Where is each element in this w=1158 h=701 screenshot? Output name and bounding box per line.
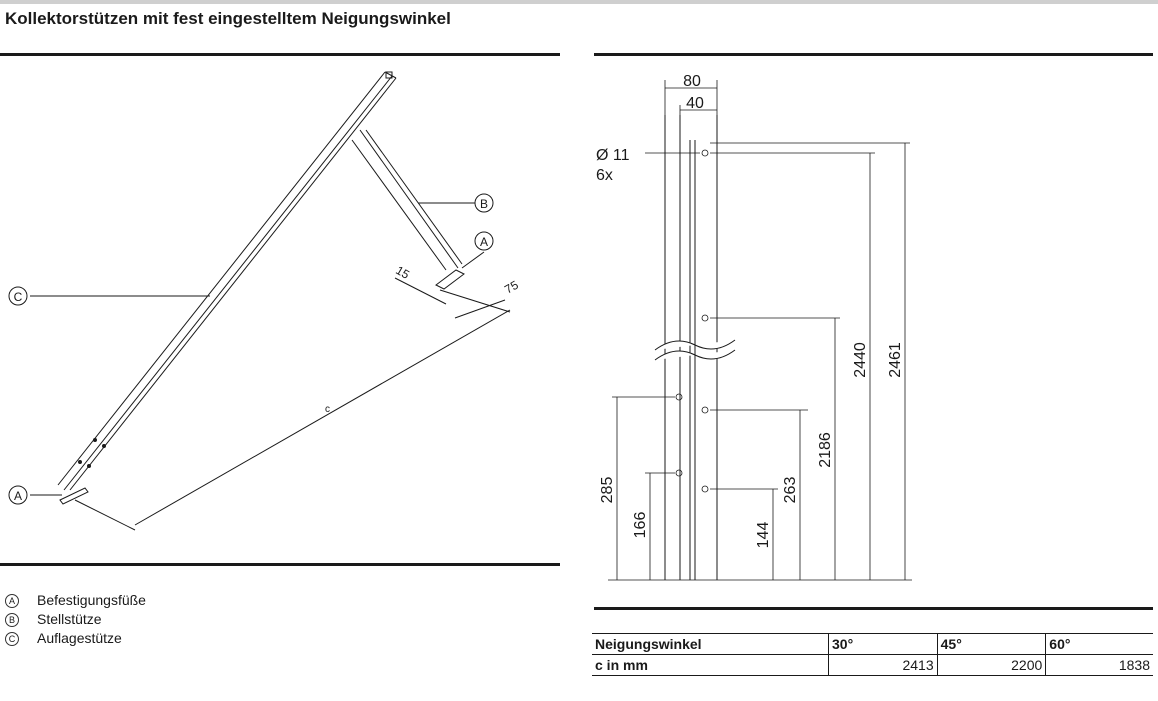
- divider: [594, 53, 1153, 56]
- table-row: c in mm 2413 2200 1838: [592, 654, 1153, 676]
- page-title: Kollektorstützen mit fest eingestelltem …: [5, 9, 451, 28]
- dim-75: 75: [502, 278, 521, 297]
- foot-a: [59, 487, 89, 505]
- callout-a: A: [480, 235, 488, 249]
- profile: [654, 115, 736, 580]
- dim-15: 15: [393, 263, 412, 282]
- divider: [0, 563, 560, 566]
- angle-table: Neigungswinkel 30° 45° 60° c in mm 2413 …: [592, 633, 1153, 676]
- callout-a-foot: A: [14, 489, 22, 503]
- holes: [675, 149, 709, 493]
- dim-2461: 2461: [887, 342, 904, 378]
- divider: [594, 607, 1153, 610]
- callout-c: C: [14, 290, 23, 304]
- divider: [0, 53, 560, 56]
- callout-leaders: [30, 202, 485, 496]
- dim-80: 80: [683, 73, 701, 90]
- top-bar: [0, 0, 1158, 4]
- left-drawing: C B A A 15 75 c: [8, 71, 521, 531]
- callout-b: B: [480, 197, 488, 211]
- table-header-row: Neigungswinkel 30° 45° 60°: [592, 633, 1153, 655]
- dim-40: 40: [686, 95, 704, 112]
- dimension-lines: [608, 80, 912, 581]
- support-b-strut: [351, 129, 465, 290]
- hole-diameter: Ø 11: [596, 147, 630, 164]
- hole-count: 6x: [596, 167, 613, 184]
- dim-c: c: [325, 404, 330, 415]
- dim-2186: 2186: [817, 432, 834, 468]
- dim-166: 166: [632, 512, 649, 539]
- support-c-beam: [57, 71, 397, 491]
- dimension-lines: [74, 277, 511, 531]
- dim-144: 144: [755, 522, 772, 549]
- dim-2440: 2440: [852, 342, 869, 378]
- right-drawing: 80 40 Ø 11 6x 2461 2440 2186 285 263 166…: [596, 73, 912, 581]
- dim-263: 263: [782, 477, 799, 504]
- dim-285: 285: [599, 477, 616, 504]
